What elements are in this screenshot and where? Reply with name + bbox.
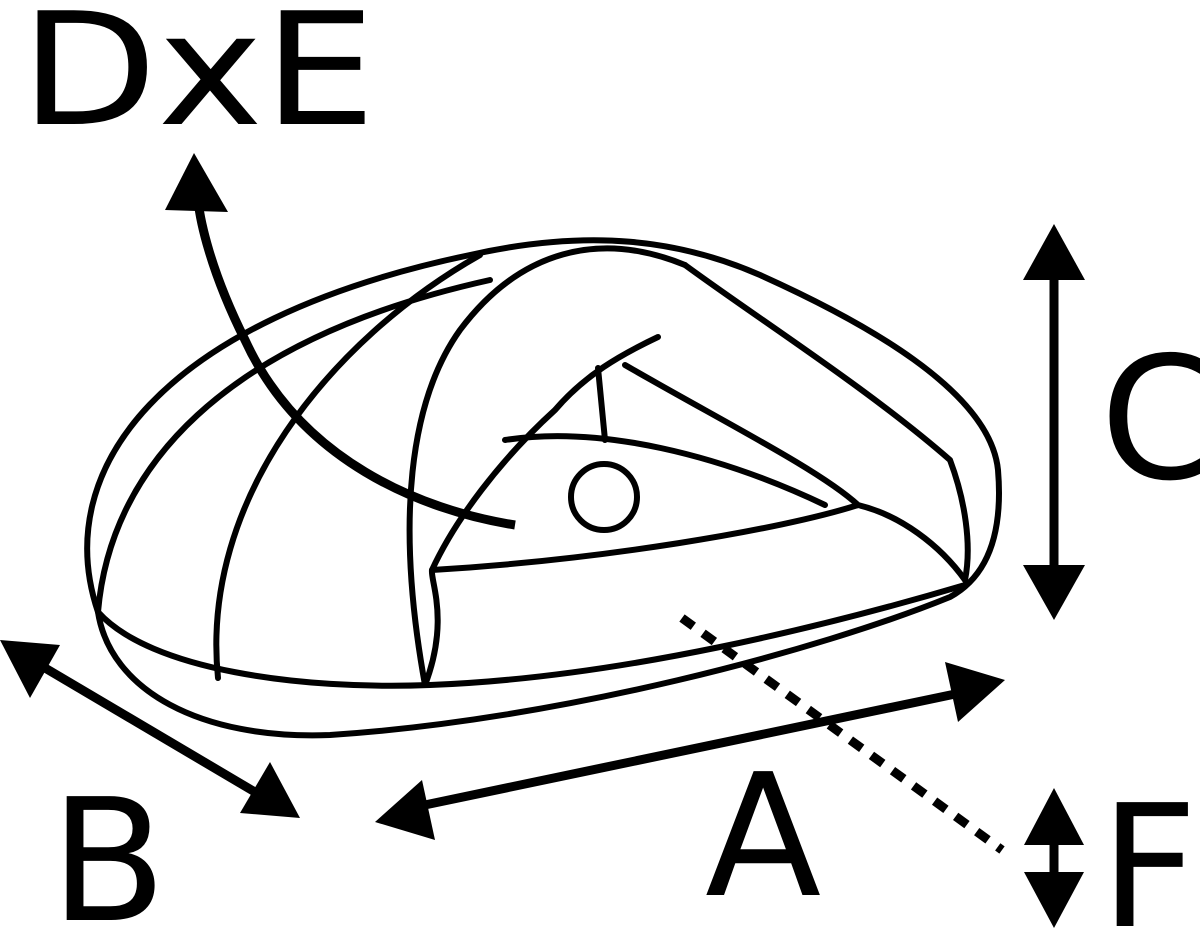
dimension-b-arrow [0, 640, 300, 818]
f-dashed-line [679, 614, 1005, 854]
bolt-hole [568, 461, 640, 533]
b-arrow-shaft [37, 661, 263, 799]
hold-pocket-ridge-right [622, 362, 968, 583]
b-arrowhead-left [0, 640, 60, 698]
a-arrow-shaft [419, 688, 961, 811]
c-arrowhead-bottom [1023, 565, 1085, 620]
dxe-arrowhead [165, 153, 228, 212]
dimension-f-indicator [679, 614, 1084, 928]
hold-right-ridge [682, 262, 971, 583]
bolt-stem [595, 365, 608, 443]
hold-body [84, 237, 1002, 739]
dxe-arrow-shaft [193, 199, 516, 530]
hold-base-edge [95, 582, 968, 689]
dimension-dxe-arrow [165, 153, 516, 530]
a-arrowhead-left [375, 780, 435, 840]
f-arrowhead-top [1024, 788, 1084, 845]
hold-outer-rim [84, 237, 1002, 739]
hold-pocket-upper-edge [502, 433, 828, 508]
b-arrowhead-right [240, 762, 300, 818]
dimension-c-arrow [1023, 224, 1085, 620]
label-b: B [50, 763, 167, 931]
hold-inner-top-edge [95, 277, 493, 615]
hold-meridian-2 [406, 245, 688, 688]
hold-meridian-1 [213, 252, 483, 681]
label-a: A [705, 738, 821, 931]
a-arrowhead-right [945, 662, 1005, 722]
label-c: C [1100, 321, 1200, 519]
dimension-a-arrow [375, 662, 1005, 840]
c-arrowhead-top [1023, 224, 1085, 280]
label-dxe: DxE [20, 0, 376, 161]
hold-pocket-lower-edge [429, 502, 861, 573]
label-f: F [1100, 769, 1198, 931]
f-arrowhead-bottom [1024, 872, 1084, 928]
